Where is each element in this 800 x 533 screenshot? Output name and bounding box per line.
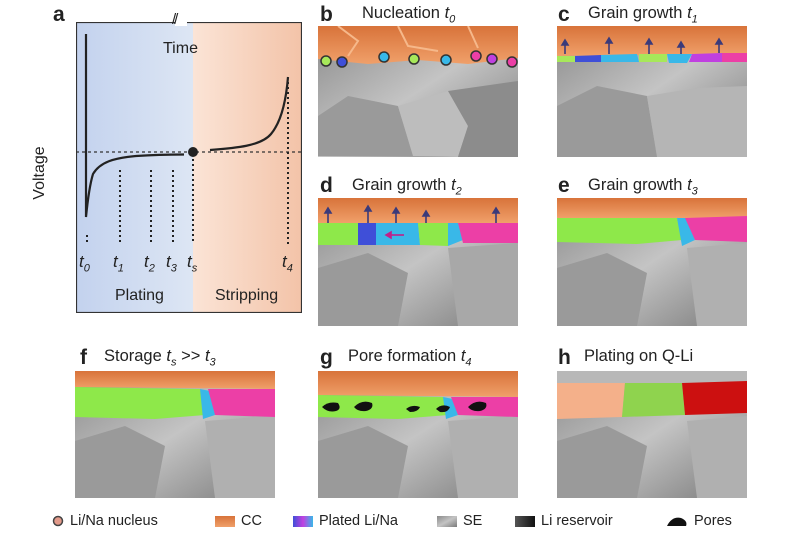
- legend-item-cc: CC: [215, 513, 262, 529]
- tick-ts: ts: [187, 252, 198, 275]
- panel-f-schematic: [75, 371, 275, 498]
- se-swatch-icon: [437, 515, 457, 527]
- legend-item-nucleus: Li/Na nucleus: [52, 513, 158, 529]
- tick-t3: t3: [166, 252, 177, 275]
- legend-item-reservoir: Li reservoir: [515, 513, 613, 529]
- panel-a-label: a: [53, 3, 65, 26]
- panel-h-title: Plating on Q-Li: [584, 347, 694, 365]
- plating-label: Plating: [115, 287, 164, 304]
- panel-b-schematic: [318, 26, 518, 157]
- panel-f-title: Storage ts >> t3: [104, 347, 216, 369]
- panel-g-label: g: [320, 346, 333, 369]
- storage-point: [188, 147, 198, 157]
- reservoir-swatch-icon: [515, 515, 535, 527]
- voltage-time-chart: [76, 22, 302, 313]
- voltage-curve: [84, 34, 185, 218]
- tick-t2: t2: [144, 252, 155, 275]
- panel-c-title: Grain growth t1: [588, 4, 698, 26]
- panel-e-label: e: [558, 174, 570, 197]
- panel-d-label: d: [320, 174, 333, 197]
- tick-t4: t4: [282, 252, 293, 275]
- panel-c-schematic: [557, 26, 747, 157]
- voltage-axis-label: Voltage: [31, 146, 48, 200]
- panel-c-label: c: [558, 3, 570, 26]
- panel-b-label: b: [320, 3, 333, 26]
- panel-e-schematic: [557, 198, 747, 326]
- legend-item-pores: Pores: [666, 513, 732, 529]
- tick-t1: t1: [113, 252, 124, 275]
- panel-h-schematic: [557, 371, 747, 498]
- panel-e-title: Grain growth t3: [588, 176, 698, 198]
- chart-frame: [76, 22, 302, 313]
- stripping-label: Stripping: [215, 287, 279, 304]
- stripping-curve: [209, 76, 290, 152]
- pore-icon: [667, 517, 687, 526]
- panel-h-label: h: [558, 346, 571, 369]
- legend-item-plated: Plated Li/Na: [293, 513, 398, 529]
- panel-g-schematic: [318, 371, 518, 498]
- stripping-region: [193, 22, 302, 313]
- axis-break-mark: //: [172, 11, 179, 28]
- nucleus-icon: [52, 515, 64, 527]
- plating-region: [76, 22, 193, 313]
- panel-f-label: f: [80, 346, 87, 369]
- panel-d-schematic: [318, 198, 518, 326]
- cc-swatch-icon: [215, 515, 235, 527]
- panel-d-title: Grain growth t2: [352, 176, 462, 198]
- panel-g-title: Pore formation t4: [348, 347, 472, 369]
- panel-b-title: Nucleation t0: [362, 4, 456, 26]
- time-axis-label: Time: [163, 40, 198, 57]
- tick-t0: t0: [79, 252, 90, 275]
- plated-swatch-icon: [293, 515, 313, 527]
- legend-item-se: SE: [437, 513, 482, 529]
